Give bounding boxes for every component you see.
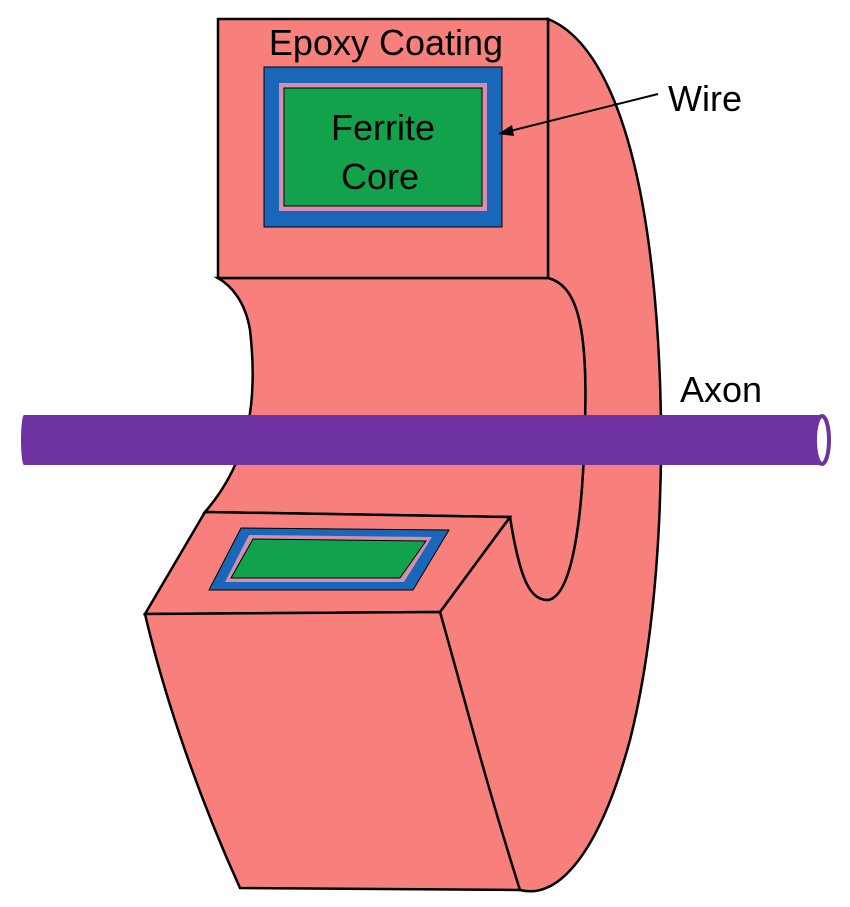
ferrite-core-label-line2: Core (341, 156, 419, 197)
epoxy-coating-label: Epoxy Coating (269, 22, 503, 63)
wire-pointer-line (505, 93, 659, 133)
axon-left-end (21, 415, 27, 465)
axon-right-end (813, 414, 831, 466)
axon-rod (24, 415, 824, 465)
lower-block-front (143, 610, 522, 892)
axon-label: Axon (680, 369, 762, 410)
upper-ferrite-core (283, 87, 483, 207)
lower-ferrite-core (230, 538, 427, 579)
wire-label: Wire (668, 78, 742, 119)
ferrite-core-label-line1: Ferrite (331, 107, 435, 148)
wire-pointer-arrowhead (498, 125, 514, 136)
